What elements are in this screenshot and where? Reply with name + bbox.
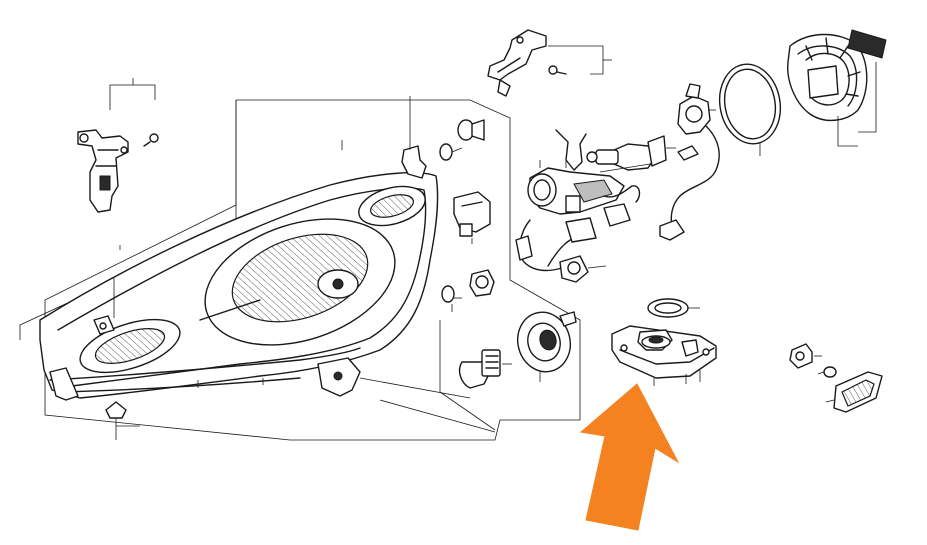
leader-j xyxy=(599,163,651,173)
hid-bulb xyxy=(586,135,676,171)
retaining-clip xyxy=(105,401,140,440)
side-marker-bulb xyxy=(817,366,837,378)
igniter-unit xyxy=(527,167,625,215)
headlight-housing xyxy=(39,145,439,401)
bulb-small-1 xyxy=(439,143,463,161)
ballast-gasket xyxy=(647,298,700,318)
bulb-small-2 xyxy=(441,285,462,312)
leveling-motor xyxy=(453,191,491,244)
bracket-screw-top xyxy=(548,65,567,75)
bulb-socket-small-2 xyxy=(469,269,495,297)
side-marker-lens xyxy=(825,371,883,413)
bulb-socket-small-1 xyxy=(457,119,485,141)
leader-e xyxy=(359,377,471,399)
top-bracket-leader xyxy=(109,78,156,110)
mounting-bracket-top xyxy=(487,29,547,97)
igniter-wiring xyxy=(515,185,641,283)
leader-k xyxy=(837,116,858,147)
dust-cap xyxy=(517,311,577,382)
mounting-bracket-left xyxy=(77,129,129,213)
leader-l xyxy=(858,62,877,133)
leader-f xyxy=(379,399,496,433)
bracket-screw xyxy=(143,133,159,147)
headlight-bulb xyxy=(458,349,512,389)
side-marker-socket xyxy=(789,343,822,369)
arrow-shape xyxy=(579,383,680,531)
hid-ballast-unit xyxy=(611,325,717,386)
cover-label-tag xyxy=(847,29,887,59)
rear-cover-cap xyxy=(787,33,868,121)
orange-pointer-arrow xyxy=(579,383,680,531)
wire-clip xyxy=(555,129,587,171)
bulb-socket-harness xyxy=(659,83,720,241)
o-ring-gasket xyxy=(718,63,782,156)
